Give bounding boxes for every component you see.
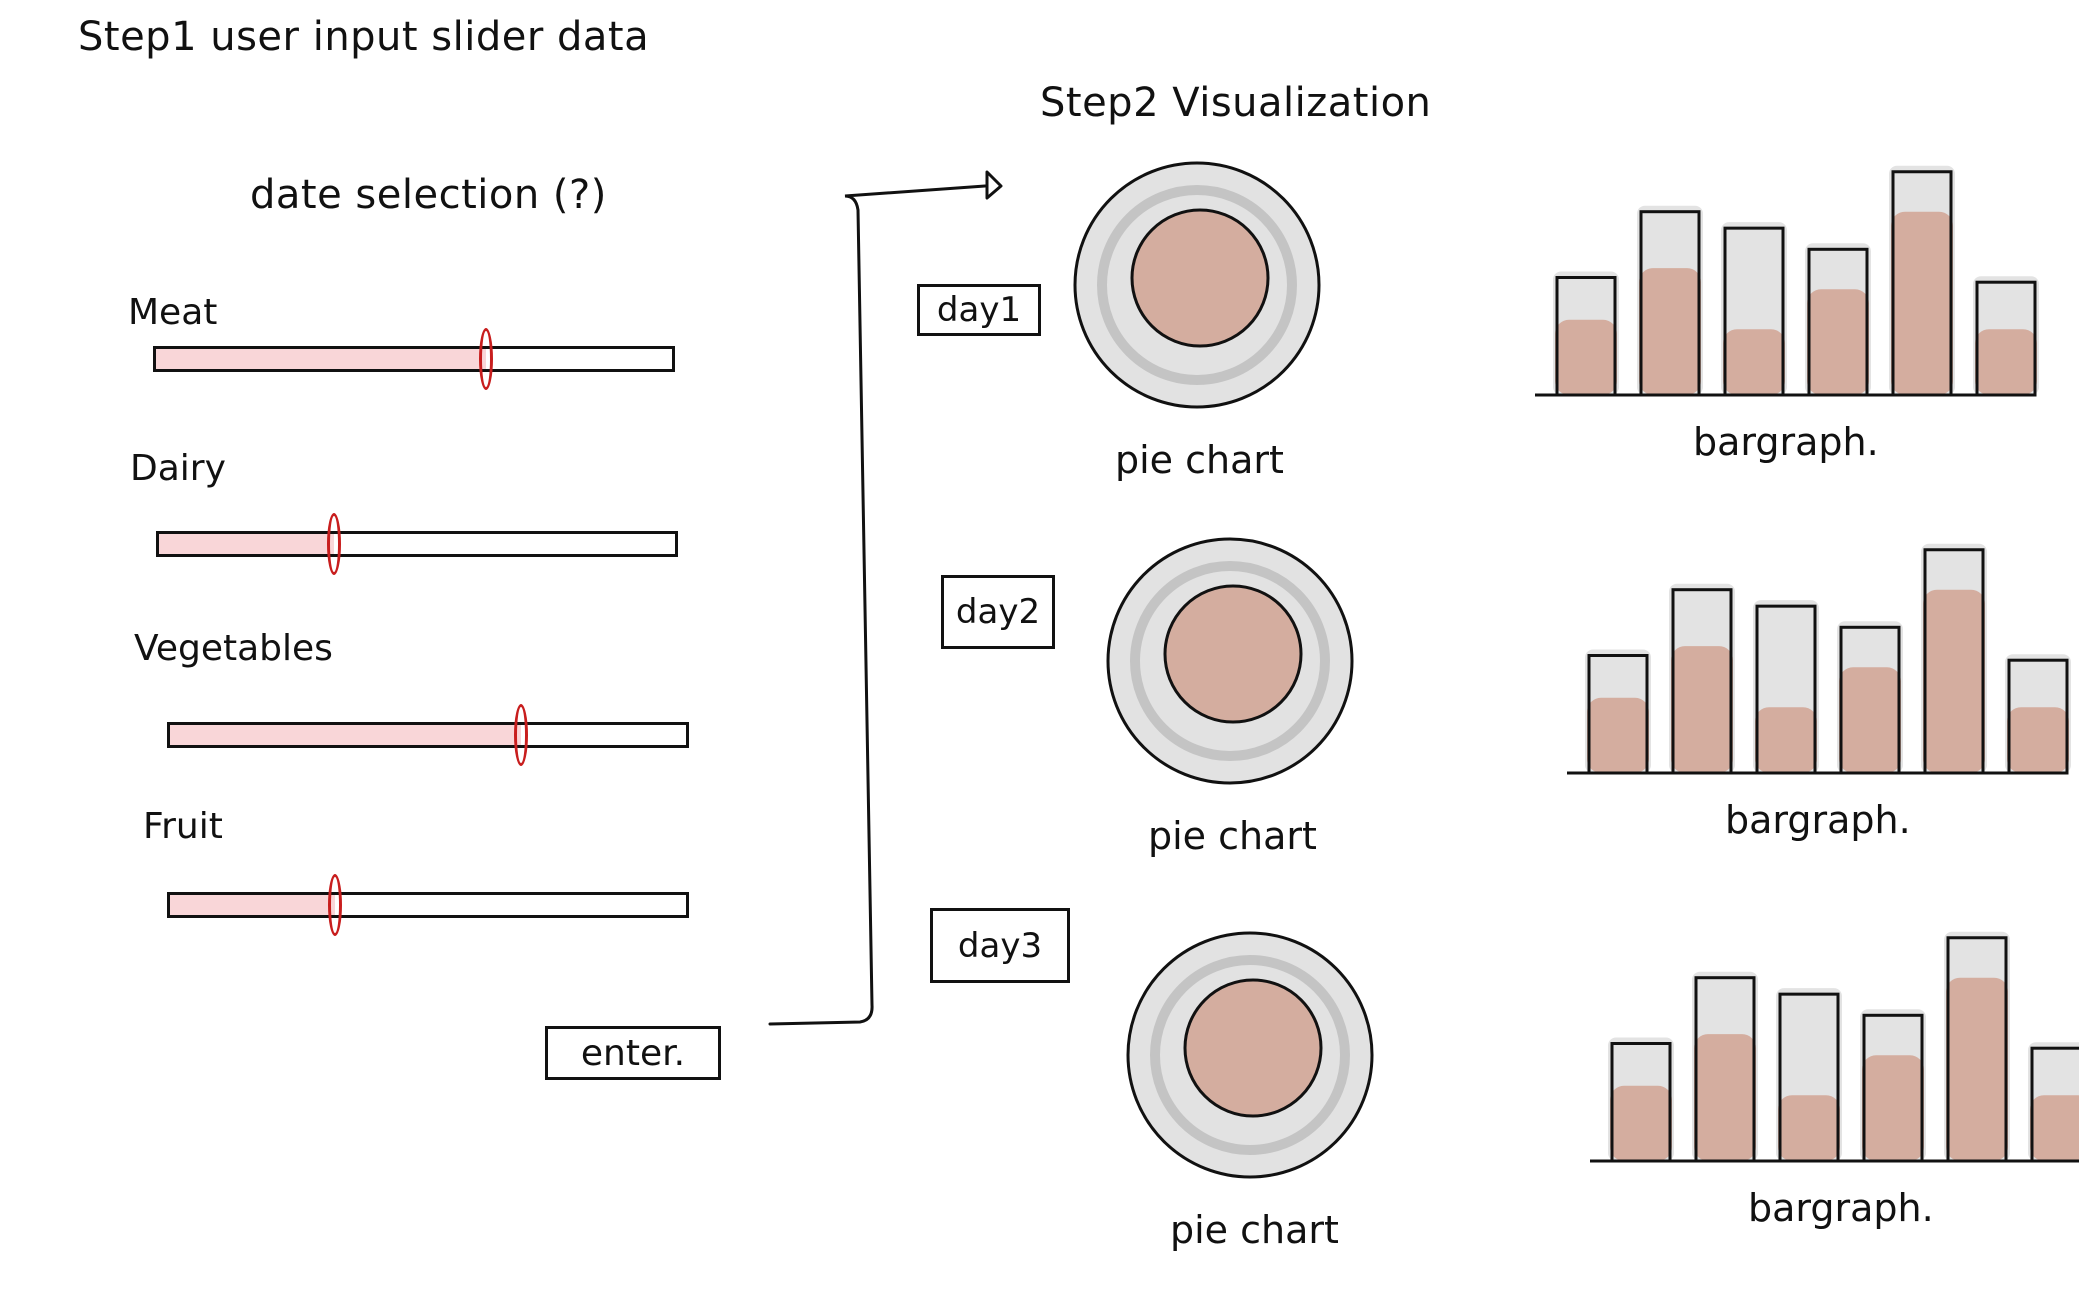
bar-caption-1: bargraph. (1693, 420, 1879, 464)
bar (1839, 625, 1901, 775)
pie-chart-1 (1072, 160, 1322, 410)
slider-thumb[interactable] (479, 328, 494, 390)
bar-fill (1891, 211, 1953, 395)
bar-fill (1639, 268, 1701, 395)
bar-fill (1778, 1095, 1840, 1161)
bar-fill (1694, 1034, 1756, 1161)
pie-ring (1097, 185, 1297, 385)
bar-fill (1975, 329, 2037, 395)
step1-title: Step1 user input slider data (78, 14, 650, 60)
slider-label-meat: Meat (128, 292, 218, 333)
slider-label-dairy: Dairy (130, 448, 226, 489)
bar-graph-2 (1567, 543, 2071, 775)
bar (1755, 604, 1817, 775)
pie-inner (1183, 978, 1323, 1118)
slider-fill (156, 349, 487, 369)
bar-fill (2030, 1095, 2079, 1161)
bar-fill (1923, 589, 1985, 773)
day-button-2[interactable]: day2 (941, 575, 1055, 649)
bar-caption-2: bargraph. (1725, 798, 1911, 842)
bar (1694, 976, 1756, 1163)
pie-ring (1150, 955, 1350, 1155)
day-button-3[interactable]: day3 (930, 908, 1070, 983)
bar (1723, 226, 1785, 397)
bar (1587, 654, 1649, 775)
enter-button[interactable]: enter. (545, 1026, 721, 1080)
day-button-1[interactable]: day1 (917, 284, 1041, 336)
pie-caption-3: pie chart (1170, 1208, 1339, 1252)
bar-caption-3: bargraph. (1748, 1186, 1934, 1230)
pie-chart-3 (1125, 930, 1375, 1180)
bar-fill (2007, 707, 2069, 773)
bar-fill (1807, 289, 1869, 395)
bar (1862, 1013, 1924, 1163)
bar (1778, 992, 1840, 1163)
bar (2030, 1046, 2079, 1163)
slider-fill (170, 895, 336, 915)
slider-label-fruit: Fruit (143, 806, 223, 847)
bar (1639, 210, 1701, 397)
pie-chart-2 (1105, 536, 1355, 786)
bar (1891, 170, 1953, 397)
bar (2007, 658, 2069, 775)
bar-graph-1 (1535, 165, 2039, 397)
bar-fill (1671, 646, 1733, 773)
pie-caption-2: pie chart (1148, 814, 1317, 858)
slider-fill (159, 534, 335, 554)
step2-title: Step2 Visualization (1040, 80, 1432, 126)
pie-caption-1: pie chart (1115, 438, 1284, 482)
bar-fill (1610, 1085, 1672, 1161)
bar-fill (1555, 319, 1617, 395)
bar (1946, 936, 2008, 1163)
bar-fill (1946, 977, 2008, 1161)
bar-fill (1587, 697, 1649, 773)
pie-inner (1163, 584, 1303, 724)
bar-fill (1862, 1055, 1924, 1161)
bar (1555, 276, 1617, 397)
bar-fill (1755, 707, 1817, 773)
slider-thumb[interactable] (328, 874, 343, 936)
bar (1975, 280, 2037, 397)
bar-fill (1723, 329, 1785, 395)
slider-thumb[interactable] (513, 704, 528, 766)
bar-fill (1839, 667, 1901, 773)
slider-fill (170, 725, 521, 745)
bar (1807, 247, 1869, 397)
slider-fruit[interactable] (167, 874, 689, 936)
pie-inner (1130, 208, 1270, 348)
date-selection-label: date selection (?) (250, 172, 607, 218)
bar-graph-3 (1590, 931, 2079, 1163)
slider-vegetables[interactable] (167, 704, 689, 766)
bar (1923, 548, 1985, 775)
slider-thumb[interactable] (327, 513, 342, 575)
pie-ring (1130, 561, 1330, 761)
bar (1610, 1042, 1672, 1163)
slider-meat[interactable] (153, 328, 675, 390)
slider-label-vegetables: Vegetables (134, 628, 333, 669)
bar (1671, 588, 1733, 775)
slider-dairy[interactable] (156, 513, 678, 575)
